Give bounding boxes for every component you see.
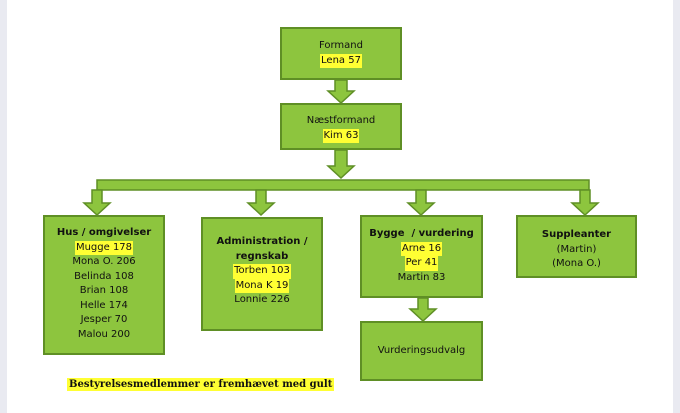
- vice-chairman-member: Kim 63: [322, 128, 360, 143]
- chairman-title: Formand: [318, 40, 363, 51]
- vice-chairman-box: Næstformand Kim 63: [280, 103, 402, 150]
- page-edge-left: [0, 0, 7, 413]
- member: Malou 200: [77, 328, 131, 340]
- vice-chairman-title: Næstformand: [306, 115, 376, 126]
- member-board: Per 41: [404, 256, 439, 271]
- member: Lonnie 226: [234, 294, 290, 305]
- group-title-line2: regnskab: [235, 250, 289, 262]
- member-board: Mona K 19: [234, 278, 290, 293]
- arrow-to-administration: [246, 189, 276, 217]
- group-title: Bygge / vurdering: [369, 228, 474, 239]
- group-hus-omgivelser: Hus / omgivelser Mugge 178 Mona O. 206 B…: [43, 215, 165, 355]
- member-board: Arne 16: [400, 241, 443, 256]
- member: Martin 83: [397, 271, 446, 283]
- member-board: Torben 103: [233, 264, 291, 279]
- group-title: Suppleanter: [541, 229, 612, 240]
- member: (Mona O.): [552, 258, 601, 269]
- group-title: Hus / omgivelser: [56, 227, 152, 238]
- distribution-bar: [96, 179, 590, 191]
- subgroup-vurderingsudvalg: Vurderingsudvalg: [360, 321, 483, 381]
- arrow-to-vurderingsudvalg: [408, 297, 438, 323]
- member: Jesper 70: [80, 314, 128, 325]
- member: Helle 174: [80, 299, 128, 311]
- chairman-box: Formand Lena 57: [280, 27, 402, 80]
- subgroup-title: Vurderingsudvalg: [377, 344, 466, 356]
- group-suppleanter: Suppleanter (Martin) (Mona O.): [516, 215, 637, 278]
- member: Brian 108: [79, 285, 129, 296]
- arrow-vice-to-bar: [326, 149, 356, 180]
- arrow-to-bygge-vurdering: [406, 189, 436, 217]
- chairman-member: Lena 57: [320, 53, 362, 68]
- arrow-to-hus-omgivelser: [82, 189, 112, 217]
- legend-note: Bestyrelsesmedlemmer er fremhævet med gu…: [67, 378, 335, 391]
- group-administration-regnskab: Administration / regnskab Torben 103 Mon…: [201, 217, 323, 331]
- page-edge-right: [673, 0, 680, 413]
- group-bygge-vurdering: Bygge / vurdering Arne 16 Per 41 Martin …: [360, 215, 483, 298]
- arrow-to-suppleanter: [570, 189, 600, 217]
- member-board: Mugge 178: [74, 240, 134, 255]
- member: (Martin): [556, 243, 597, 255]
- group-title-line1: Administration /: [216, 236, 308, 247]
- member: Mona O. 206: [72, 256, 136, 267]
- member: Belinda 108: [74, 270, 134, 282]
- arrow-chairman-to-vice: [326, 79, 356, 105]
